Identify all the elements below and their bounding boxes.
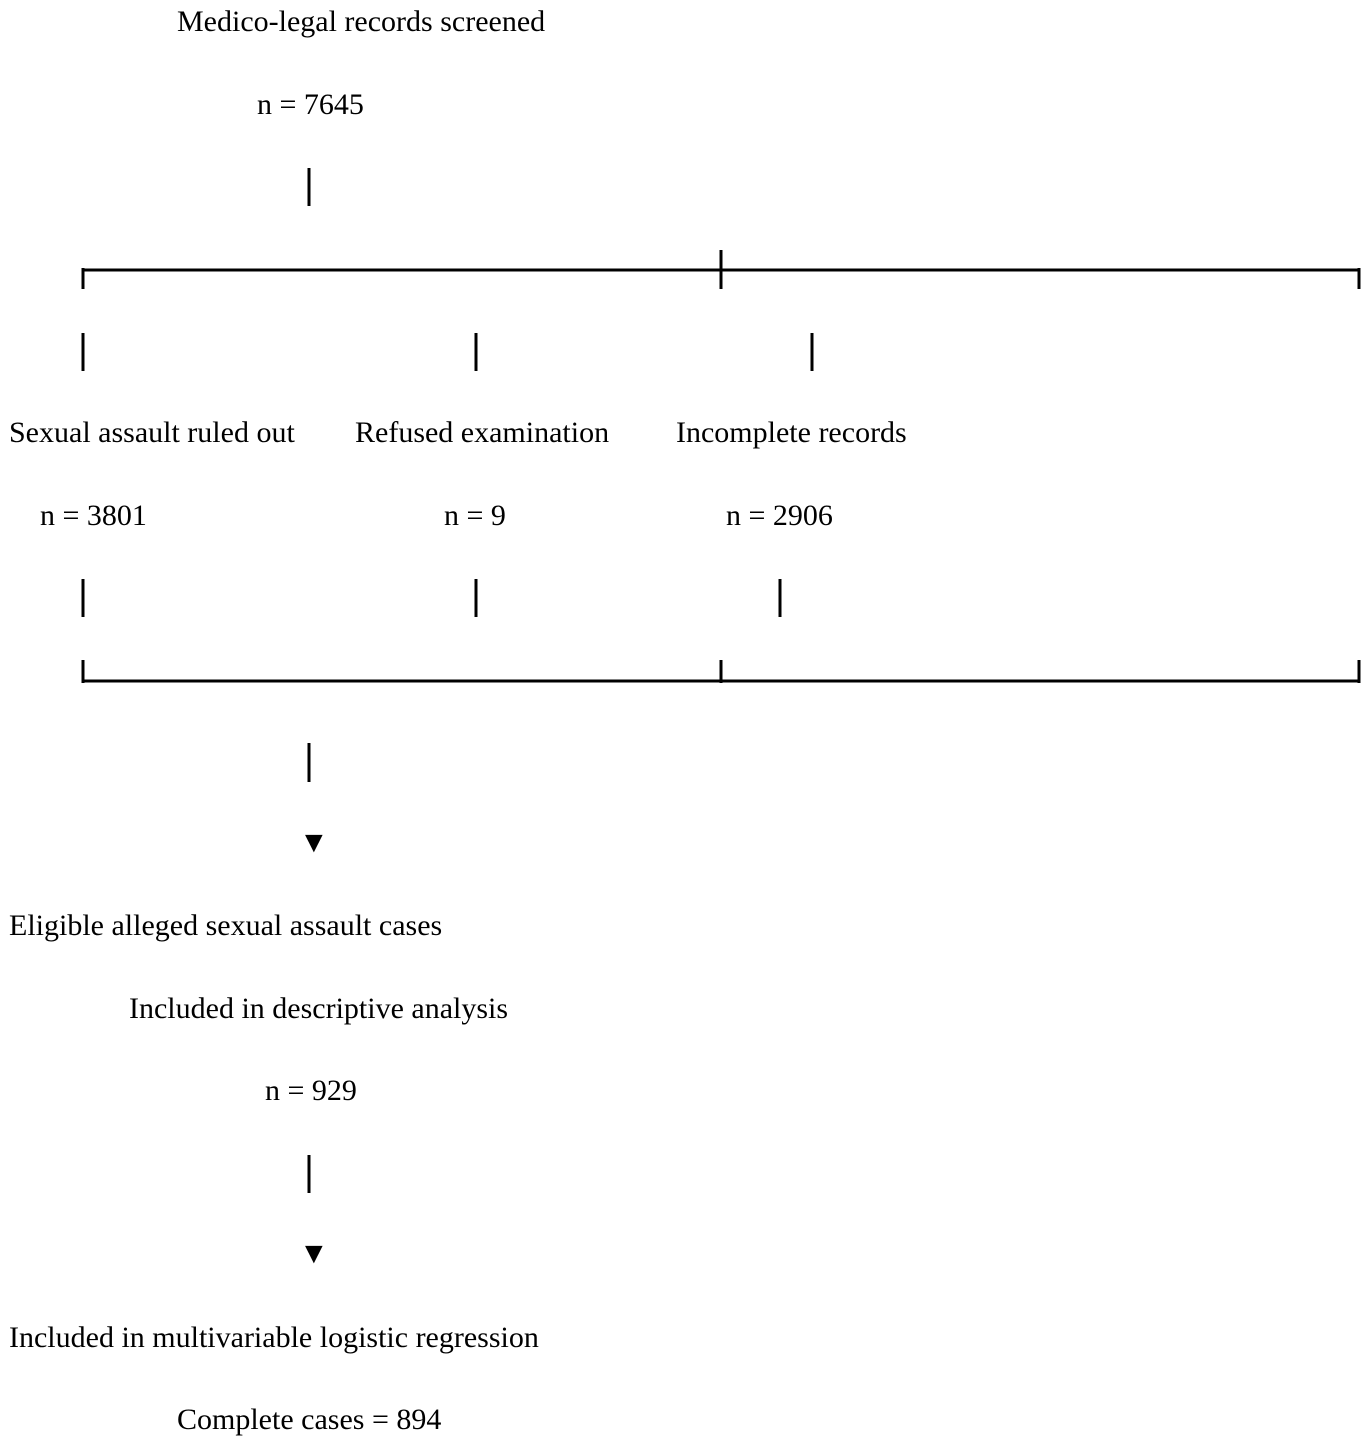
incomplete-count: n = 2906 — [726, 499, 833, 532]
refused-label: Refused examination — [355, 416, 610, 449]
refused-count: n = 9 — [444, 499, 506, 532]
regression-label: Included in multivariable logistic regre… — [9, 1321, 539, 1354]
arrow-down-icon: ▼ — [299, 1237, 329, 1270]
ruled-out-label: Sexual assault ruled out — [9, 416, 295, 449]
eligible-sublabel: Included in descriptive analysis — [129, 992, 509, 1025]
ruled-out-count: n = 3801 — [40, 499, 147, 532]
screened-count: n = 7645 — [257, 88, 364, 121]
regression-count: Complete cases = 894 — [177, 1403, 442, 1436]
eligible-count: n = 929 — [265, 1074, 357, 1107]
incomplete-label: Incomplete records — [676, 416, 907, 449]
arrow-down-icon: ▼ — [299, 826, 329, 859]
eligible-label: Eligible alleged sexual assault cases — [9, 909, 443, 942]
screened-label: Medico-legal records screened — [177, 5, 546, 38]
